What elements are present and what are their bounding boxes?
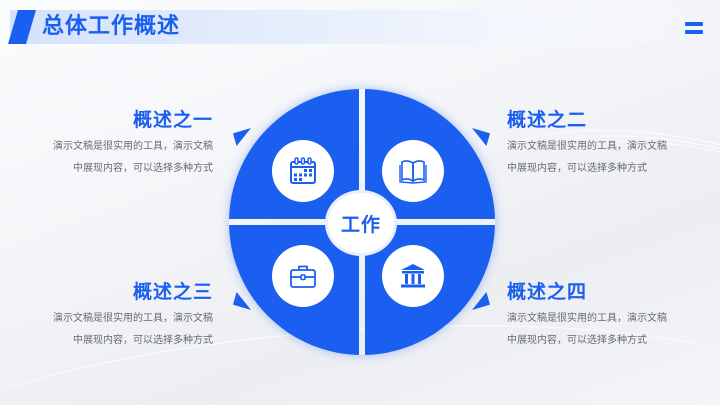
block-title: 概述之四 [507, 281, 588, 303]
briefcase-icon [290, 265, 316, 288]
overview-block-3: 概述之三 演示文稿是很实用的工具，演示文稿 中展现内容，可以选择多种方式 [0, 280, 213, 352]
calendar-icon [290, 157, 316, 184]
open-book-icon [399, 160, 427, 184]
icon-badge-2 [382, 140, 444, 202]
center-label-badge: 工作 [328, 193, 394, 253]
menu-icon[interactable] [685, 22, 703, 34]
quadrant-disc [229, 89, 495, 355]
block-description: 演示文稿是很实用的工具，演示文稿 中展现内容，可以选择多种方式 [507, 136, 720, 180]
overview-block-1: 概述之一 演示文稿是很实用的工具，演示文稿 中展现内容，可以选择多种方式 [0, 108, 213, 180]
icon-badge-3 [272, 245, 334, 307]
desc-line: 演示文稿是很实用的工具，演示文稿 [507, 141, 667, 152]
overview-block-2: 概述之二 演示文稿是很实用的工具，演示文稿 中展现内容，可以选择多种方式 [507, 108, 720, 180]
bank-building-icon [401, 264, 425, 288]
desc-line: 演示文稿是很实用的工具，演示文稿 [53, 313, 213, 324]
center-label: 工作 [340, 213, 381, 236]
header-band [10, 10, 710, 44]
desc-line: 中展现内容，可以选择多种方式 [507, 163, 647, 174]
quadrant-circle-diagram: 工作 [229, 89, 495, 355]
page-title: 总体工作概述 [42, 14, 181, 39]
block-title: 概述之一 [132, 109, 213, 131]
desc-line: 演示文稿是很实用的工具，演示文稿 [507, 313, 667, 324]
icon-badge-4 [382, 245, 444, 307]
block-description: 演示文稿是很实用的工具，演示文稿 中展现内容，可以选择多种方式 [507, 308, 720, 352]
block-title: 概述之二 [507, 109, 588, 131]
block-description: 演示文稿是很实用的工具，演示文稿 中展现内容，可以选择多种方式 [0, 136, 213, 180]
desc-line: 中展现内容，可以选择多种方式 [73, 163, 213, 174]
icon-badge-1 [272, 140, 334, 202]
desc-line: 演示文稿是很实用的工具，演示文稿 [53, 141, 213, 152]
desc-line: 中展现内容，可以选择多种方式 [73, 335, 213, 346]
block-title: 概述之三 [132, 281, 213, 303]
overview-block-4: 概述之四 演示文稿是很实用的工具，演示文稿 中展现内容，可以选择多种方式 [507, 280, 720, 352]
block-description: 演示文稿是很实用的工具，演示文稿 中展现内容，可以选择多种方式 [0, 308, 213, 352]
desc-line: 中展现内容，可以选择多种方式 [507, 335, 647, 346]
